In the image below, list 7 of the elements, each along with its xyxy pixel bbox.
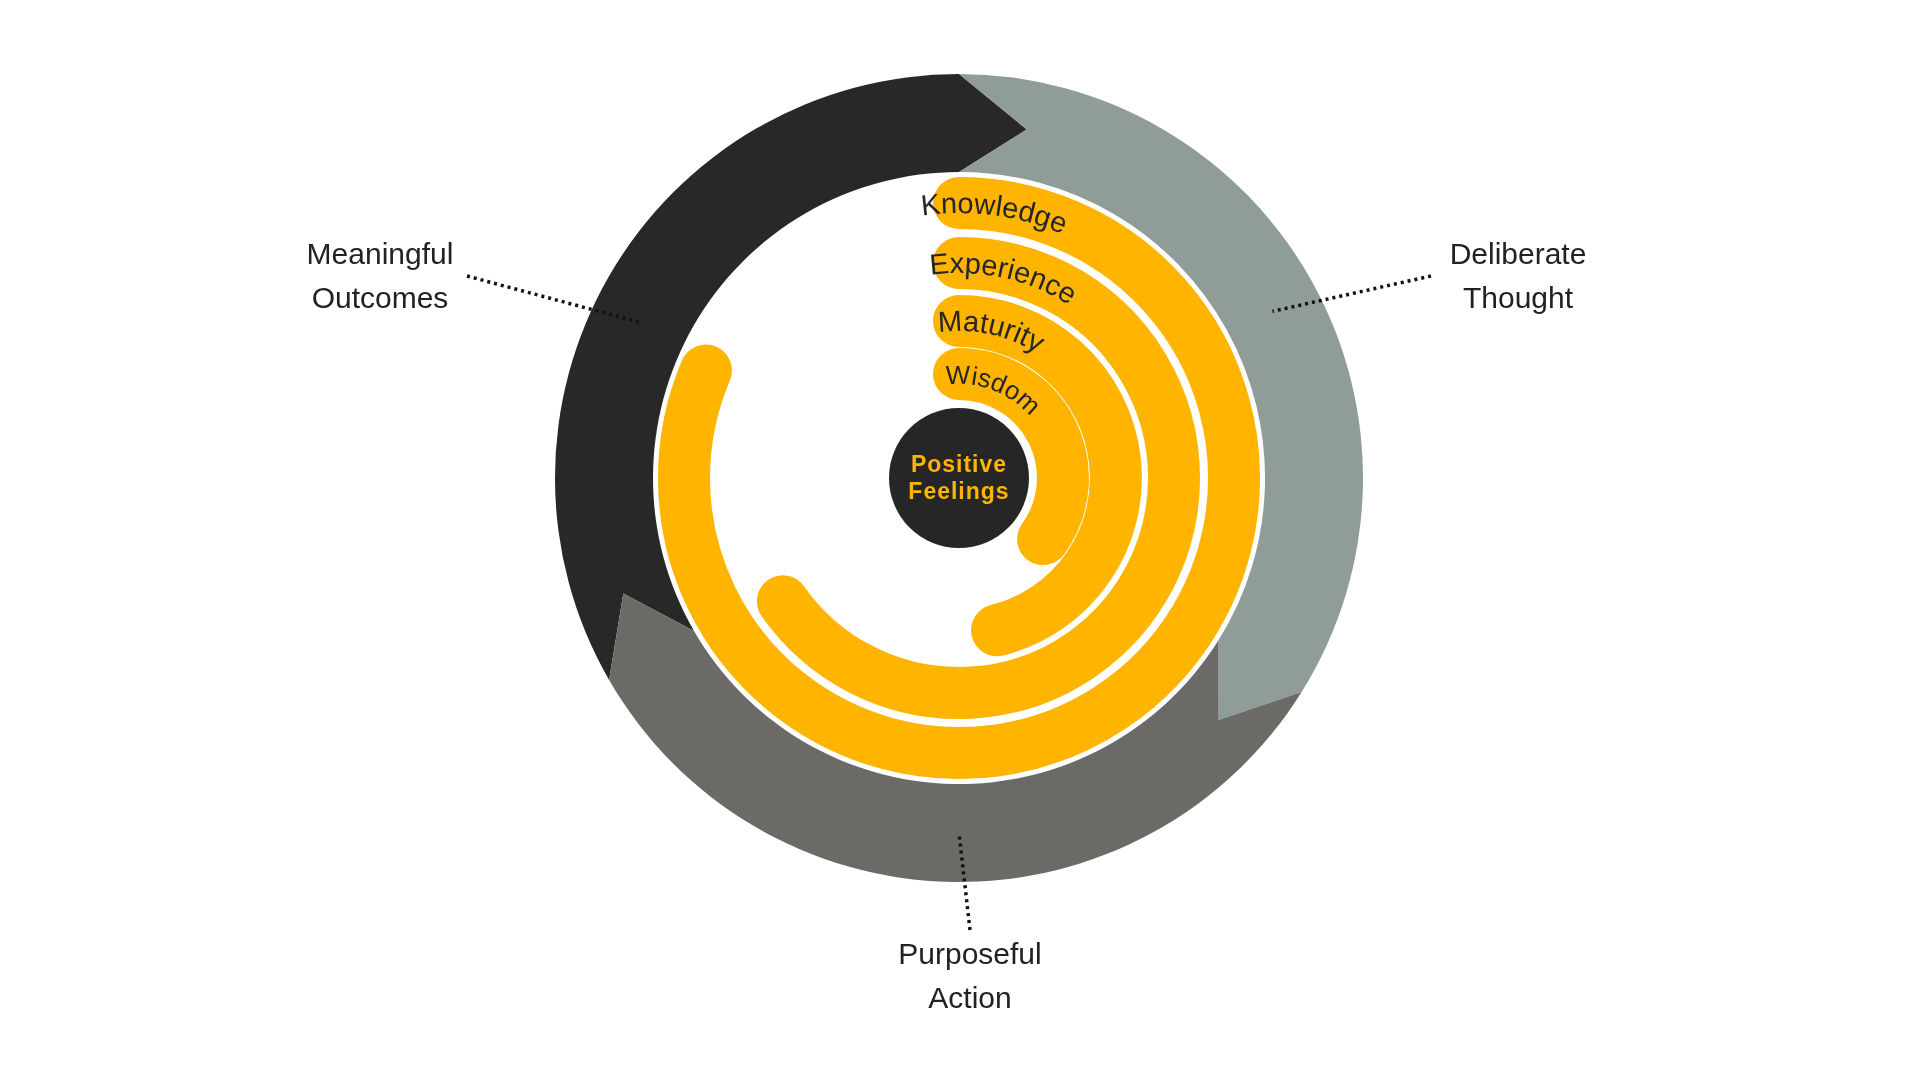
leader-line <box>1272 274 1432 314</box>
band-label: Maturity <box>936 304 1051 359</box>
callout-label: Deliberate Thought <box>1433 232 1603 320</box>
callout-label: Meaningful Outcomes <box>295 232 465 320</box>
callout-label: Purposeful Action <box>885 932 1055 1020</box>
ring-arrow-segment <box>609 593 1302 882</box>
leader-line <box>466 274 641 325</box>
